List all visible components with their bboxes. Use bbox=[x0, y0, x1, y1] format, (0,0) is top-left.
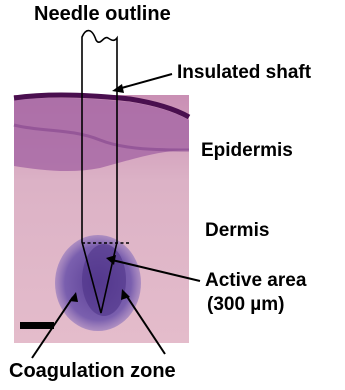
needle-outline-label: Needle outline bbox=[34, 3, 171, 25]
dermis-label: Dermis bbox=[205, 220, 269, 242]
scale-bar bbox=[20, 322, 54, 329]
active-area-label: Active area bbox=[205, 270, 306, 292]
coagulation-core bbox=[82, 244, 126, 316]
arrowhead-insulated-shaft bbox=[112, 84, 124, 93]
epidermis-label: Epidermis bbox=[201, 140, 293, 162]
active-area-size-label: (300 µm) bbox=[207, 294, 284, 316]
insulated-shaft-label: Insulated shaft bbox=[177, 62, 311, 84]
coagulation-zone-label: Coagulation zone bbox=[9, 360, 176, 382]
arrow-insulated-shaft bbox=[118, 74, 172, 89]
